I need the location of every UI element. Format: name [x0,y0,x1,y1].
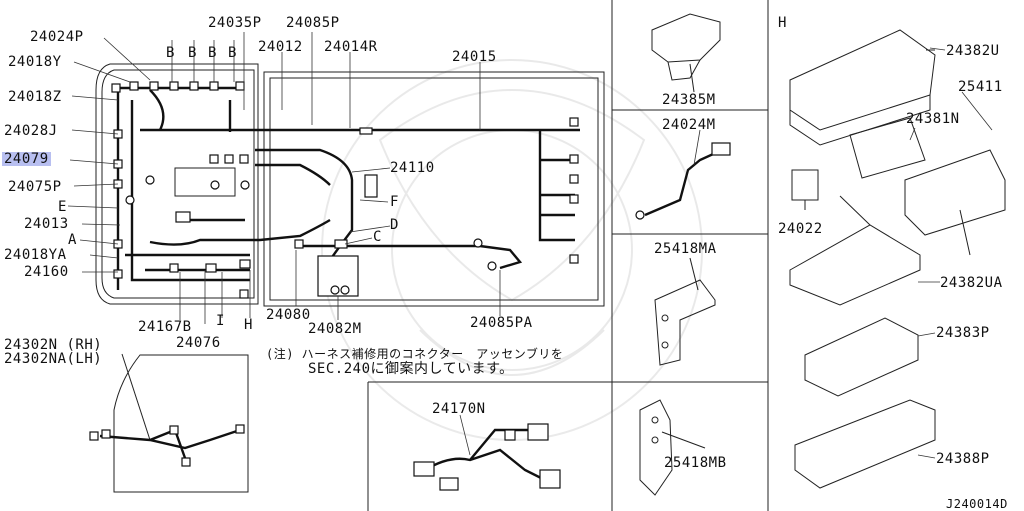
label-24080: 24080 [266,307,311,323]
label-25411: 25411 [958,79,1003,95]
label-24167B: 24167B [138,319,192,335]
label-25418MA: 25418MA [654,241,717,257]
label-24013: 24013 [24,216,69,232]
label-24079-highlighted: 24079 [2,151,51,167]
label-25418MB: 25418MB [664,455,727,471]
label-24028J: 24028J [4,123,58,139]
note-line-2: SEC.240に御案内しています。 [308,361,514,377]
label-24082M: 24082M [308,321,362,337]
label-24302N: 24302N (RH) [4,337,103,353]
label-24075P: 24075P [8,179,62,195]
label-B-2: B [188,45,197,61]
label-24302NA: 24302NA(LH) [4,351,103,367]
label-I: I [216,313,225,329]
label-B-4: B [228,45,237,61]
oriental-logo-watermark [321,59,703,441]
label-E: E [58,199,67,215]
label-B-1: B [166,45,175,61]
label-24024P: 24024P [30,29,84,45]
label-24015: 24015 [452,49,497,65]
diagram-code: J240014D [946,497,1008,511]
label-24110: 24110 [390,160,435,176]
label-24022: 24022 [778,221,823,237]
label-B-3: B [208,45,217,61]
label-H-section: H [778,15,787,31]
label-24085PA: 24085PA [470,315,533,331]
label-24076: 24076 [176,335,221,351]
label-24024M: 24024M [662,117,716,133]
label-24085P: 24085P [286,15,340,31]
label-24383P: 24383P [936,325,990,341]
label-C: C [373,229,382,245]
label-24382UA: 24382UA [940,275,1003,291]
label-24388P: 24388P [936,451,990,467]
label-24382U: 24382U [946,43,1000,59]
note-line-1: (注) ハーネス補修用のコネクター アッセンブリを [266,347,564,361]
label-24018Y: 24018Y [8,54,62,70]
label-F: F [390,194,399,210]
label-24160: 24160 [24,264,69,280]
label-H: H [244,317,253,333]
label-24018YA: 24018YA [4,247,67,263]
label-24014R: 24014R [324,39,378,55]
label-24381N: 24381N [906,111,960,127]
label-24018Z: 24018Z [8,89,62,105]
label-D: D [390,217,399,233]
label-24012: 24012 [258,39,303,55]
label-24035P: 24035P [208,15,262,31]
label-24170N: 24170N [432,401,486,417]
label-24385M: 24385M [662,92,716,108]
label-A: A [68,232,77,248]
